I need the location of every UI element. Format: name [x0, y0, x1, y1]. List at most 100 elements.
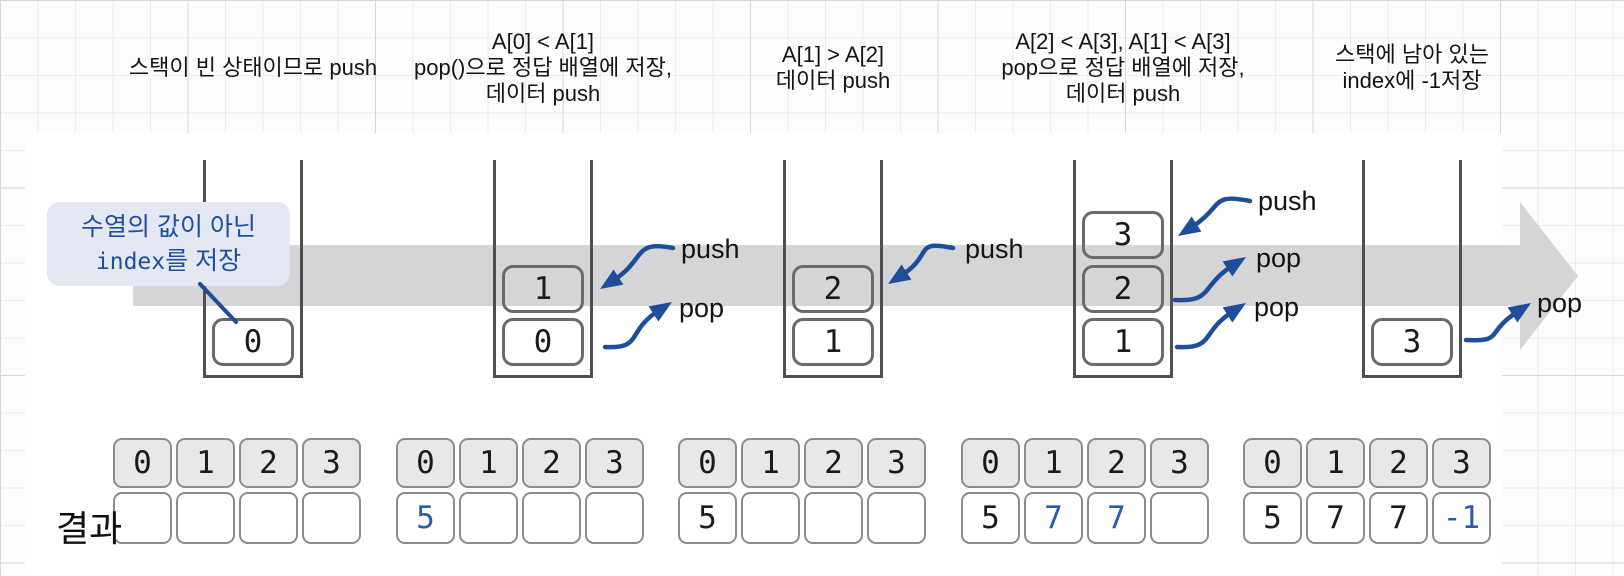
value-cell-value: 5 — [698, 500, 717, 536]
value-cell: 7 — [1087, 492, 1146, 544]
value-cell — [239, 492, 298, 544]
index-cell: 1 — [1306, 438, 1365, 488]
stage-caption-line: A[0] < A[1] — [491, 29, 595, 54]
index-cell: 2 — [239, 438, 298, 488]
value-cell-value: 7 — [1326, 500, 1345, 536]
index-cell: 3 — [302, 438, 361, 488]
stage-caption-line: 스택에 남아 있는 — [1335, 42, 1489, 67]
stage-4-caption: A[2] < A[3], A[1] < A[3]pop으로 정답 배열에 저장,… — [943, 20, 1303, 116]
stack-item-value: 3 — [1113, 217, 1133, 253]
value-cell — [585, 492, 644, 544]
value-cell — [522, 492, 581, 544]
pop-label: pop — [1537, 288, 1583, 318]
pop-label: pop — [1256, 243, 1302, 273]
index-cell: 1 — [1024, 438, 1083, 488]
index-cell-value: 0 — [698, 445, 717, 481]
value-cell-value: 5 — [416, 500, 435, 536]
stage-caption-line: pop으로 정답 배열에 저장, — [1001, 55, 1245, 80]
value-cell — [302, 492, 361, 544]
index-cell: 2 — [804, 438, 863, 488]
index-cell: 0 — [113, 438, 172, 488]
stack-item-box: 0 — [212, 318, 294, 366]
stack-item-box: 0 — [502, 318, 584, 366]
index-cell-value: 2 — [259, 445, 278, 481]
stack-item-value: 3 — [1402, 324, 1422, 360]
index-cell: 2 — [1369, 438, 1428, 488]
index-cell: 3 — [867, 438, 926, 488]
stage-caption-line: 데이터 push — [485, 81, 601, 106]
index-cell-value: 3 — [887, 445, 906, 481]
index-cell-value: 3 — [322, 445, 341, 481]
value-cell — [1150, 492, 1209, 544]
callout-line-2-rest: 를 저장 — [165, 246, 242, 275]
value-cell-value: -1 — [1442, 500, 1481, 536]
value-cell: 5 — [396, 492, 455, 544]
value-cell-value: 7 — [1107, 500, 1126, 536]
stack-item-value: 0 — [243, 324, 263, 360]
pop-label: pop — [1254, 292, 1300, 322]
stack-item-value: 1 — [1113, 324, 1133, 360]
value-cell: 5 — [678, 492, 737, 544]
value-cell — [113, 492, 172, 544]
index-cell-value: 2 — [1107, 445, 1126, 481]
value-cell: 7 — [1369, 492, 1428, 544]
index-cell-value: 3 — [1452, 445, 1471, 481]
push-label: push — [965, 234, 1024, 264]
value-cell — [459, 492, 518, 544]
index-cell: 1 — [741, 438, 800, 488]
pop-label: pop — [679, 293, 725, 323]
stage-3-caption: A[1] > A[2]데이터 push — [653, 20, 1013, 116]
index-cell: 2 — [522, 438, 581, 488]
stage-caption-line: 스택이 빈 상태이므로 push — [128, 55, 378, 80]
callout: 수열의 값이 아닌 index를 저장 — [47, 202, 290, 286]
callout-index-code: index — [95, 248, 166, 275]
stack-item-box: 1 — [1082, 318, 1164, 366]
stage-caption-line: pop()으로 정답 배열에 저장, — [414, 55, 672, 80]
value-cell-value: 5 — [1263, 500, 1282, 536]
index-cell-value: 1 — [1044, 445, 1063, 481]
stack-item-box: 3 — [1371, 318, 1453, 366]
callout-line-2: index를 저장 — [96, 244, 241, 279]
value-cell-value: 7 — [1389, 500, 1408, 536]
value-cell — [804, 492, 863, 544]
index-cell: 3 — [585, 438, 644, 488]
index-cell: 0 — [678, 438, 737, 488]
index-cell: 3 — [1432, 438, 1491, 488]
stage-caption-line: A[2] < A[3], A[1] < A[3] — [1015, 29, 1231, 54]
index-cell: 1 — [459, 438, 518, 488]
value-cell: -1 — [1432, 492, 1491, 544]
index-cell: 0 — [961, 438, 1020, 488]
index-cell: 0 — [1243, 438, 1302, 488]
stack-item-value: 0 — [533, 324, 553, 360]
stage-1-caption: 스택이 빈 상태이므로 push — [73, 20, 433, 116]
index-cell: 1 — [176, 438, 235, 488]
value-cell — [741, 492, 800, 544]
index-cell-value: 1 — [479, 445, 498, 481]
value-cell — [176, 492, 235, 544]
value-cell: 7 — [1306, 492, 1365, 544]
index-cell-value: 0 — [416, 445, 435, 481]
value-cell — [867, 492, 926, 544]
index-cell-value: 3 — [605, 445, 624, 481]
index-cell: 0 — [396, 438, 455, 488]
index-cell-value: 0 — [981, 445, 1000, 481]
push-label: push — [681, 234, 740, 264]
stage-caption-line: A[1] > A[2] — [781, 42, 885, 67]
stage-2-caption: A[0] < A[1]pop()으로 정답 배열에 저장,데이터 push — [363, 20, 723, 116]
value-cell-value: 5 — [981, 500, 1000, 536]
index-cell-value: 2 — [824, 445, 843, 481]
stack-item-box: 1 — [792, 318, 874, 366]
stage-caption-line: 데이터 push — [1065, 81, 1181, 106]
index-cell-value: 3 — [1170, 445, 1189, 481]
stack-item-value: 1 — [823, 324, 843, 360]
index-cell-value: 0 — [1263, 445, 1282, 481]
index-cell: 3 — [1150, 438, 1209, 488]
